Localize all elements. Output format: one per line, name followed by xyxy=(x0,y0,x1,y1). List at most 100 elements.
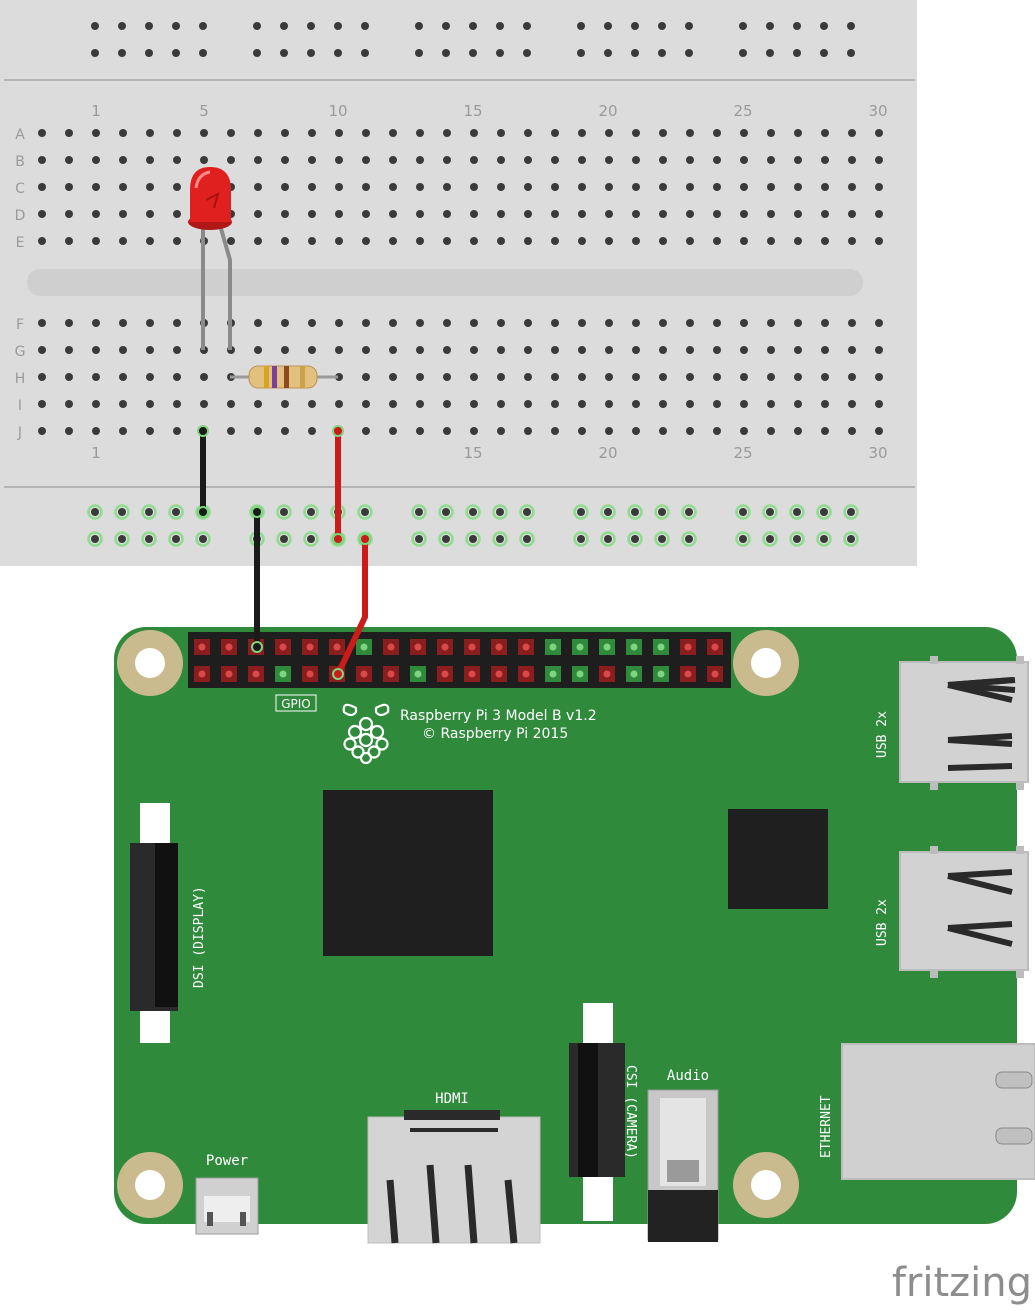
raspberry-pi-board: GPIO Raspberry Pi 3 Model B v1.2 © Raspb… xyxy=(114,627,1035,1244)
breadboard-hole xyxy=(227,427,235,435)
breadboard-hole xyxy=(686,319,694,327)
breadboard-hole xyxy=(362,373,370,381)
breadboard-hole xyxy=(578,346,586,354)
gpio-pin xyxy=(626,666,642,682)
breadboard-hole xyxy=(767,237,775,245)
breadboard-hole xyxy=(173,129,181,137)
breadboard-hole xyxy=(173,156,181,164)
breadboard-hole xyxy=(659,346,667,354)
breadboard-hole xyxy=(497,427,505,435)
breadboard-hole xyxy=(65,237,73,245)
breadboard-hole xyxy=(577,49,585,57)
breadboard-hole xyxy=(578,400,586,408)
breadboard-hole xyxy=(632,346,640,354)
breadboard-hole xyxy=(38,156,46,164)
breadboard-hole xyxy=(551,210,559,218)
breadboard-hole xyxy=(713,400,721,408)
breadboard-hole xyxy=(794,156,802,164)
breadboard-hole xyxy=(199,22,207,30)
breadboard-hole xyxy=(793,49,801,57)
gpio-pin xyxy=(383,666,399,682)
breadboard-hole xyxy=(281,427,289,435)
gpio-pin xyxy=(653,639,669,655)
usb-lan-chip xyxy=(728,809,828,909)
breadboard-hole xyxy=(658,22,666,30)
breadboard-hole xyxy=(875,346,883,354)
breadboard-hole xyxy=(821,373,829,381)
breadboard-hole xyxy=(146,373,154,381)
breadboard-hole xyxy=(821,400,829,408)
breadboard-hole xyxy=(551,183,559,191)
breadboard-hole xyxy=(416,129,424,137)
column-number: 20 xyxy=(598,102,617,120)
breadboard-hole xyxy=(119,319,127,327)
breadboard-hole xyxy=(762,504,778,520)
breadboard-hole xyxy=(659,156,667,164)
breadboard-hole xyxy=(92,129,100,137)
breadboard-hole xyxy=(492,504,508,520)
breadboard-hole xyxy=(281,156,289,164)
breadboard-hole xyxy=(389,156,397,164)
breadboard-hole xyxy=(604,49,612,57)
gpio-pin xyxy=(221,666,237,682)
breadboard-hole xyxy=(605,183,613,191)
breadboard-hole xyxy=(605,129,613,137)
breadboard-hole xyxy=(875,373,883,381)
breadboard-hole xyxy=(848,129,856,137)
breadboard-hole xyxy=(686,156,694,164)
breadboard-hole xyxy=(146,319,154,327)
breadboard-hole xyxy=(361,49,369,57)
gpio-pin xyxy=(680,666,696,682)
breadboard-hole xyxy=(523,49,531,57)
hdmi-port xyxy=(367,1110,541,1244)
breadboard-hole xyxy=(497,346,505,354)
breadboard-hole xyxy=(416,156,424,164)
breadboard-hole xyxy=(200,373,208,381)
breadboard-center-channel xyxy=(27,269,863,296)
breadboard-hole xyxy=(767,346,775,354)
breadboard-hole xyxy=(659,237,667,245)
breadboard-hole xyxy=(389,319,397,327)
breadboard-hole xyxy=(497,319,505,327)
breadboard-hole xyxy=(362,427,370,435)
breadboard-hole xyxy=(92,183,100,191)
breadboard-hole xyxy=(119,346,127,354)
breadboard-hole xyxy=(438,531,454,547)
breadboard-hole xyxy=(335,210,343,218)
column-number: 30 xyxy=(868,444,887,462)
breadboard-hole xyxy=(847,49,855,57)
breadboard-hole xyxy=(713,183,721,191)
breadboard-hole xyxy=(307,49,315,57)
breadboard-hole xyxy=(713,129,721,137)
breadboard-hole xyxy=(362,129,370,137)
gpio-pin xyxy=(572,639,588,655)
breadboard-hole xyxy=(361,22,369,30)
breadboard-hole xyxy=(227,237,235,245)
breadboard-hole xyxy=(578,373,586,381)
gpio-pin xyxy=(518,639,534,655)
breadboard-hole xyxy=(847,22,855,30)
breadboard-hole xyxy=(632,373,640,381)
breadboard-hole xyxy=(335,400,343,408)
breadboard-hole xyxy=(87,504,103,520)
gpio-pin xyxy=(275,639,291,655)
breadboard-hole xyxy=(119,183,127,191)
breadboard-hole xyxy=(227,156,235,164)
breadboard-hole xyxy=(681,504,697,520)
usb-port xyxy=(899,656,1029,790)
breadboard-hole xyxy=(416,237,424,245)
gpio-pin xyxy=(599,666,615,682)
breadboard-hole xyxy=(303,531,319,547)
breadboard-hole xyxy=(92,319,100,327)
breadboard-hole xyxy=(114,531,130,547)
audio-jack xyxy=(647,1089,719,1242)
breadboard-hole xyxy=(681,531,697,547)
breadboard-hole xyxy=(308,156,316,164)
breadboard-hole xyxy=(173,183,181,191)
breadboard-hole xyxy=(254,427,262,435)
breadboard-hole xyxy=(658,49,666,57)
breadboard-hole xyxy=(740,156,748,164)
breadboard-hole xyxy=(875,210,883,218)
breadboard-hole xyxy=(276,504,292,520)
